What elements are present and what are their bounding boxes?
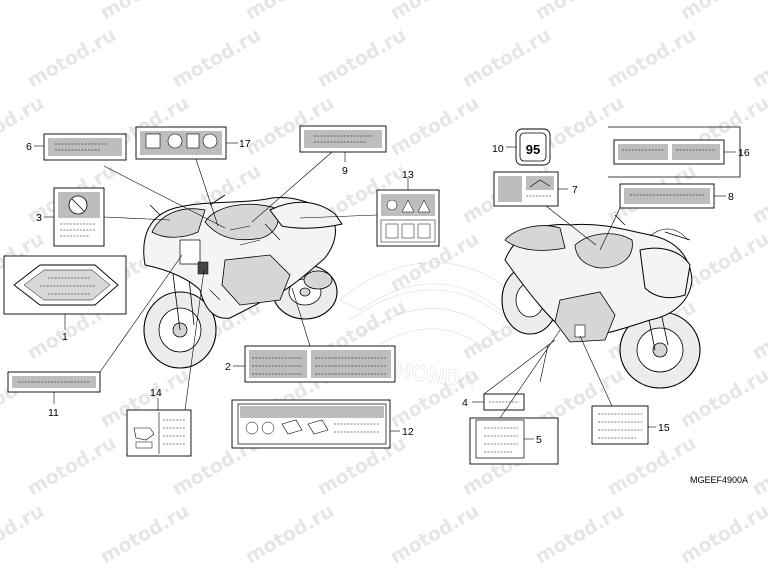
watermark-text-5: motod.ru bbox=[677, 0, 768, 24]
label-13 bbox=[376, 189, 440, 247]
watermark-text-48: motod.ru bbox=[0, 500, 48, 568]
watermark-text-9: motod.ru bbox=[459, 24, 555, 92]
watermark-text-8: motod.ru bbox=[314, 24, 410, 92]
watermark-text-52: motod.ru bbox=[532, 500, 628, 568]
label-11 bbox=[7, 371, 101, 393]
watermark-text-23: motod.ru bbox=[749, 160, 768, 228]
label-2 bbox=[244, 345, 396, 383]
watermark-text-3: motod.ru bbox=[387, 0, 483, 24]
watermark-text-4: motod.ru bbox=[532, 0, 628, 24]
watermark-text-10: motod.ru bbox=[604, 24, 700, 92]
callout-8: 8 bbox=[728, 191, 734, 203]
callout-13: 13 bbox=[402, 169, 414, 181]
watermark-text-2: motod.ru bbox=[242, 0, 338, 24]
label-9 bbox=[299, 125, 387, 153]
label-16 bbox=[608, 126, 741, 178]
callout-11: 11 bbox=[48, 407, 59, 419]
callout-1: 1 bbox=[62, 331, 68, 343]
label-7 bbox=[493, 171, 559, 207]
callout-10: 10 bbox=[492, 143, 504, 155]
motorcycle-left-illustration bbox=[143, 194, 343, 369]
watermark-text-50: motod.ru bbox=[242, 500, 338, 568]
callout-9: 9 bbox=[342, 165, 348, 177]
label-12 bbox=[231, 399, 391, 449]
callout-2: 2 bbox=[225, 361, 231, 373]
watermark-text-1: motod.ru bbox=[97, 0, 193, 24]
watermark-text-15: motod.ru bbox=[387, 92, 483, 160]
watermark-text-12: motod.ru bbox=[0, 92, 48, 160]
callout-numbers: 6 17 3 1 11 14 9 13 2 12 10 7 16 8 4 5 1… bbox=[26, 138, 750, 446]
diagram-code: MGEEF4900A bbox=[690, 475, 748, 485]
callout-7: 7 bbox=[572, 184, 578, 196]
callout-14: 14 bbox=[150, 387, 162, 399]
callout-16: 16 bbox=[738, 147, 750, 159]
motorcycle-right-illustration bbox=[501, 214, 701, 389]
label-4 bbox=[483, 393, 525, 411]
svg-text:HONDA: HONDA bbox=[394, 357, 477, 393]
watermark-text-7: motod.ru bbox=[169, 24, 265, 92]
callout-4: 4 bbox=[462, 397, 468, 409]
callout-6: 6 bbox=[26, 141, 32, 153]
label-6 bbox=[43, 133, 127, 161]
watermark-text-53: motod.ru bbox=[677, 500, 768, 568]
watermark-text-49: motod.ru bbox=[97, 500, 193, 568]
callout-3: 3 bbox=[36, 212, 42, 224]
label-10 bbox=[515, 128, 551, 166]
watermark-text-0: motod.ru bbox=[0, 0, 48, 24]
watermark-text-47: motod.ru bbox=[749, 432, 768, 500]
watermark-text-51: motod.ru bbox=[387, 500, 483, 568]
watermark-text-42: motod.ru bbox=[24, 432, 120, 500]
watermark-text-11: motod.ru bbox=[749, 24, 768, 92]
label-17 bbox=[135, 126, 227, 160]
fuel-octane-label: 95 bbox=[526, 142, 540, 157]
callout-12: 12 bbox=[402, 426, 414, 438]
callout-5: 5 bbox=[536, 434, 542, 446]
leader-lines bbox=[34, 142, 736, 440]
watermark-text-35: motod.ru bbox=[749, 296, 768, 364]
label-8 bbox=[619, 183, 715, 209]
callout-17: 17 bbox=[239, 138, 251, 150]
label-3 bbox=[53, 187, 105, 247]
label-5 bbox=[469, 417, 559, 465]
label-14 bbox=[126, 409, 192, 457]
callout-15: 15 bbox=[658, 422, 670, 434]
label-1 bbox=[3, 255, 127, 315]
label-15 bbox=[591, 405, 649, 445]
watermark-text-6: motod.ru bbox=[24, 24, 120, 92]
